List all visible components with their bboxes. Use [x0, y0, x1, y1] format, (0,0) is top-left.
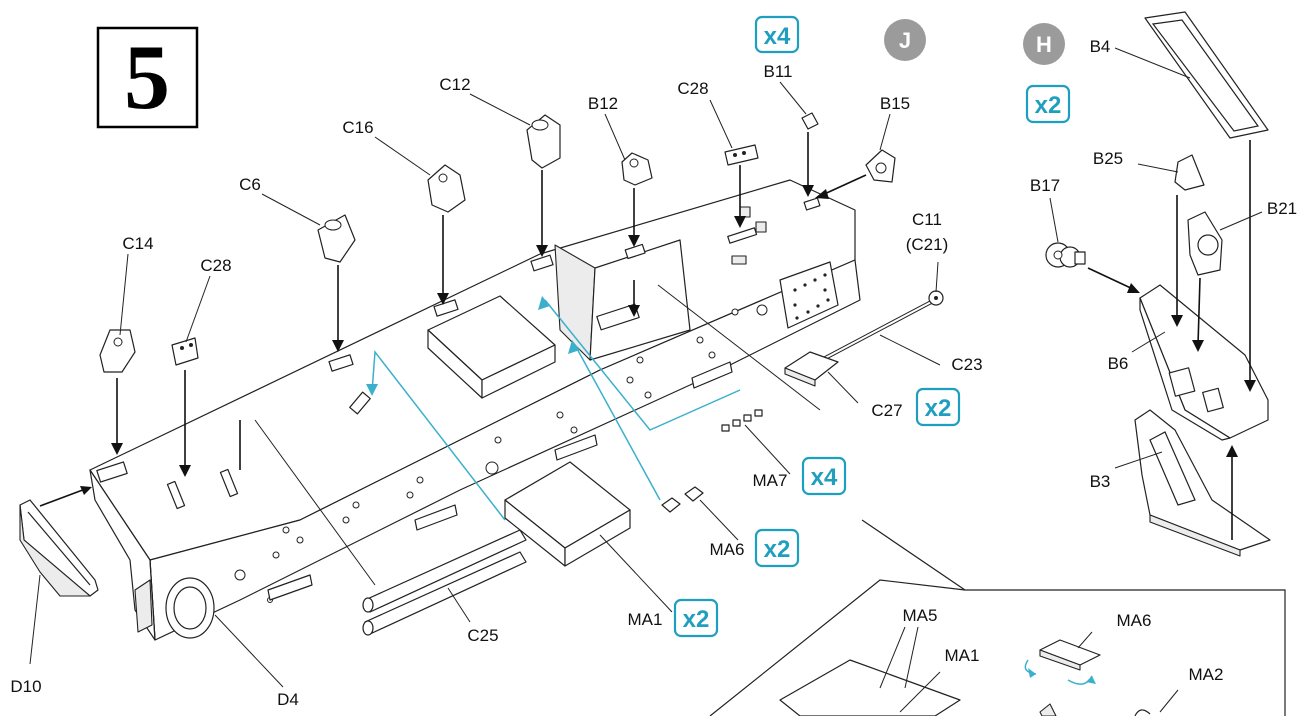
svg-text:x4: x4 [811, 464, 838, 491]
label-c11: C11 [912, 210, 942, 229]
part-labels: C14 C28 C6 C16 C12 B12 C28 B11 B15 B4 B2… [10, 37, 1297, 709]
label-c21: (C21) [906, 235, 949, 254]
label-c23: C23 [951, 355, 982, 374]
label-c28-right: C28 [677, 79, 708, 98]
variant-marker-h: H [1023, 23, 1065, 65]
variant-marker-j: J [884, 19, 926, 61]
label-b25: B25 [1093, 149, 1123, 168]
label-b4: B4 [1090, 37, 1111, 56]
step-number-box: 5 [96, 26, 199, 129]
label-c14: C14 [122, 234, 153, 253]
multiplier-ma6: x2 [754, 528, 800, 568]
mount-part-b21 [1187, 211, 1223, 276]
label-b3: B3 [1090, 472, 1111, 491]
label-b12: B12 [588, 94, 618, 113]
mount-part-b4 [1144, 11, 1269, 139]
leader-lines [29, 47, 1263, 688]
mount-part-b25 [1174, 154, 1205, 191]
assembly-arrows [111, 132, 1256, 540]
multiplier-ma7: x4 [801, 456, 847, 496]
multiplier-c27: x2 [915, 387, 961, 427]
label-detail-ma6: MA6 [1117, 611, 1152, 630]
small-parts-ma7 [721, 409, 763, 432]
bracket-b11 [801, 112, 819, 130]
box-part-ma1 [504, 461, 631, 567]
label-d10: D10 [10, 677, 41, 696]
label-ma7: MA7 [753, 471, 788, 490]
multiplier-ma1: x2 [673, 598, 719, 638]
label-ma6: MA6 [710, 540, 745, 559]
label-c28-left: C28 [200, 256, 231, 275]
label-c6: C6 [239, 175, 261, 194]
perforated-plate [793, 273, 830, 320]
label-b11: B11 [764, 62, 793, 81]
svg-text:x2: x2 [683, 606, 710, 633]
label-c25: C25 [467, 626, 498, 645]
bracket-c12 [526, 114, 561, 169]
bracket-b12 [621, 152, 653, 186]
svg-text:x2: x2 [1035, 92, 1062, 119]
label-d4: D4 [277, 690, 299, 709]
label-ma1: MA1 [628, 610, 663, 629]
bracket-c14 [99, 329, 136, 373]
svg-text:x2: x2 [764, 536, 791, 563]
label-c12: C12 [439, 75, 470, 94]
bracket-c16 [427, 164, 466, 213]
label-detail-ma1: MA1 [945, 646, 980, 665]
svg-text:H: H [1036, 32, 1052, 57]
label-b15: B15 [880, 94, 910, 113]
side-hole-pattern [234, 304, 768, 603]
box-part-ma1-upper [427, 295, 556, 399]
step-number: 5 [124, 26, 170, 128]
detail-inset [709, 519, 1286, 716]
bracket-c28-left [171, 337, 199, 366]
hull-part-d4 [89, 179, 861, 641]
bracket-c28-right [724, 144, 759, 166]
small-parts-ma6 [661, 486, 704, 513]
rod-part-c23 [811, 290, 944, 367]
side-plate-d10 [19, 499, 99, 597]
barrel-part-c25 [362, 529, 527, 636]
blue-guides [366, 296, 741, 521]
label-b21: B21 [1267, 199, 1297, 218]
label-b6: B6 [1108, 354, 1129, 373]
multiplier-b11: x4 [754, 15, 800, 54]
bracket-b15 [865, 149, 896, 183]
label-c27: C27 [871, 401, 902, 420]
svg-text:x4: x4 [764, 23, 791, 50]
label-b17: B17 [1030, 176, 1060, 195]
multiplier-h-group: x2 [1025, 84, 1071, 124]
clamp-part-c27 [784, 351, 839, 387]
mount-part-b17 [1045, 242, 1086, 268]
svg-text:J: J [899, 28, 911, 53]
svg-text:x2: x2 [925, 395, 952, 422]
label-c16: C16 [342, 118, 373, 137]
label-detail-ma5: MA5 [903, 606, 938, 625]
mount-part-b3 [1134, 409, 1271, 557]
label-detail-ma2: MA2 [1189, 665, 1224, 684]
mount-part-b6 [1139, 284, 1269, 441]
arrow-d10 [39, 487, 89, 507]
bracket-c6 [317, 214, 356, 263]
